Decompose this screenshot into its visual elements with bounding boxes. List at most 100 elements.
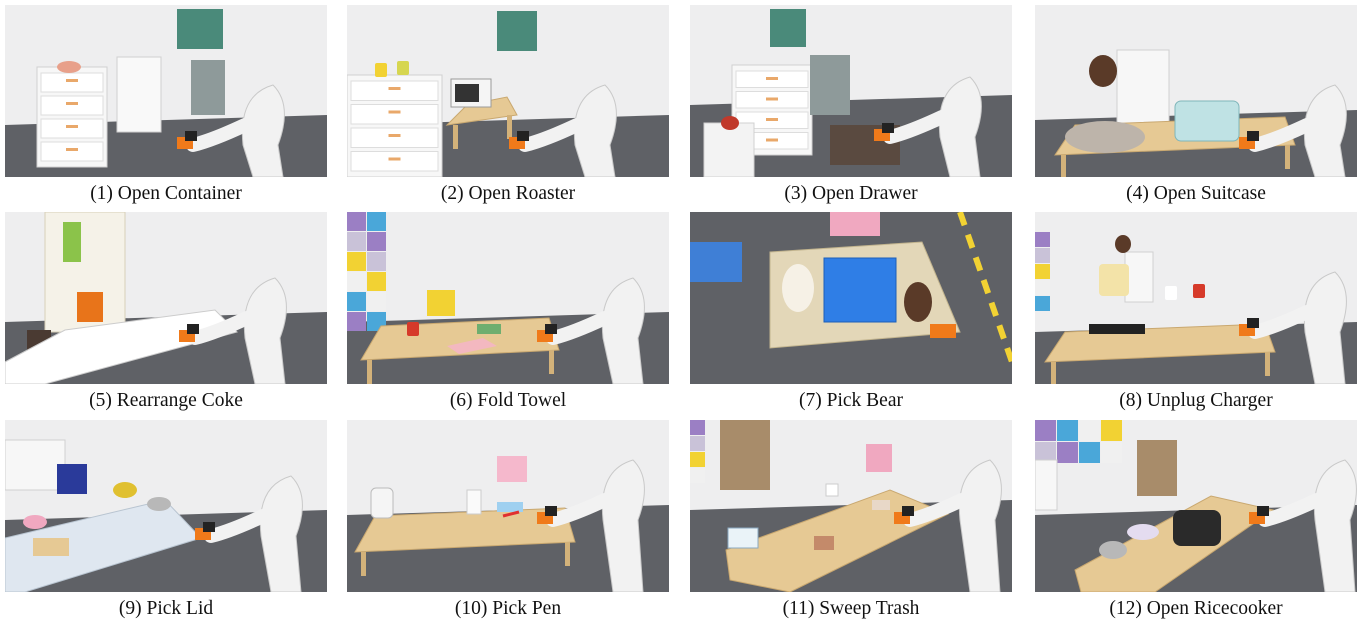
- white-cabinet: [1124, 251, 1154, 303]
- robot-gripper: [930, 324, 956, 338]
- folding-chair: [720, 420, 770, 490]
- photo-sweep-trash: [690, 420, 1012, 592]
- robot-forearm: [1248, 118, 1314, 152]
- scene-open-container: [5, 5, 327, 177]
- table-top: [1074, 495, 1275, 592]
- drawer-handle: [388, 157, 401, 161]
- desk-fan: [1099, 264, 1129, 296]
- wall-poster: [770, 9, 806, 47]
- scene-open-suitcase: [1035, 5, 1357, 177]
- foam-mat-tile: [347, 292, 366, 311]
- storage-container: [116, 56, 162, 133]
- foam-mat-tile: [1101, 442, 1122, 463]
- low-cabinet: [703, 122, 755, 177]
- cup: [375, 63, 387, 77]
- scene-pick-pen: [347, 420, 669, 592]
- scene-pick-bear: [690, 212, 1012, 384]
- book: [727, 527, 759, 549]
- robot-forearm: [546, 311, 612, 345]
- drawer-handle: [766, 138, 778, 142]
- wrist-camera: [1247, 318, 1259, 328]
- wrist-camera: [517, 131, 529, 141]
- fruit-bowl: [113, 482, 137, 498]
- table-leg: [367, 360, 372, 384]
- photo-unplug-charger: [1035, 212, 1357, 384]
- toy-kitchen: [1035, 459, 1058, 511]
- foam-mat-tile: [1035, 232, 1050, 247]
- teddy-bear: [1089, 55, 1117, 87]
- pink-pot: [23, 515, 47, 529]
- pink-chair: [830, 212, 880, 236]
- cabinet-drawer: [40, 72, 104, 93]
- robot-forearm: [518, 118, 584, 152]
- power-strip: [1089, 324, 1145, 334]
- foam-mat-tile: [347, 212, 366, 231]
- hazard-tape: [957, 212, 1012, 363]
- table-top: [725, 489, 950, 592]
- gray-cloth: [1065, 121, 1145, 153]
- photo-open-container: [5, 5, 327, 177]
- teddy-bear: [1115, 235, 1131, 253]
- yellow-chair: [427, 290, 455, 316]
- caption-pick-lid: (9) Pick Lid: [118, 598, 214, 619]
- wrist-camera: [185, 131, 197, 141]
- caption-pick-pen: (10) Pick Pen: [454, 598, 562, 619]
- wrist-camera: [187, 324, 199, 334]
- foam-mat-tile: [347, 272, 366, 291]
- drawer-handle: [66, 148, 78, 151]
- cabinet-drawer: [40, 95, 104, 116]
- blue-chair: [57, 464, 87, 494]
- wrist-camera: [882, 123, 894, 133]
- roaster-door: [455, 84, 479, 102]
- foam-mat-tile: [1057, 442, 1078, 463]
- scene-pick-lid: [5, 420, 327, 592]
- cabinet-drawer: [350, 80, 439, 101]
- table-leg: [1285, 145, 1290, 169]
- caption-open-ricecooker: (12) Open Ricecooker: [1109, 598, 1283, 619]
- cup: [1165, 286, 1177, 300]
- caption-open-suitcase: (4) Open Suitcase: [1126, 183, 1266, 204]
- wrist-camera: [1247, 131, 1259, 141]
- foam-mat-tile: [367, 232, 386, 251]
- foam-mat-tile: [1035, 296, 1050, 311]
- foam-mat-tile: [367, 272, 386, 291]
- drawer-handle: [766, 77, 778, 80]
- robot-forearm: [188, 311, 254, 345]
- scene-fold-towel: [347, 212, 669, 384]
- white-table: [5, 309, 238, 384]
- pink-chair: [866, 444, 892, 472]
- plate: [1127, 524, 1159, 540]
- caption-fold-towel: (6) Fold Towel: [449, 390, 567, 411]
- green-can: [63, 222, 81, 262]
- caption-unplug-charger: (8) Unplug Charger: [1119, 390, 1273, 411]
- wrist-camera: [1257, 506, 1269, 516]
- scene-open-roaster: [347, 5, 669, 177]
- foam-mat-tile: [1079, 420, 1100, 441]
- brown-bear: [904, 282, 932, 322]
- gray-cabinet: [191, 60, 225, 115]
- photo-pick-bear: [690, 212, 1012, 384]
- foam-mat-tile: [1035, 280, 1050, 295]
- wall-poster: [177, 9, 223, 49]
- scene-open-drawer: [690, 5, 1012, 177]
- wrist-camera: [203, 522, 215, 532]
- foam-mat-tile: [1035, 442, 1056, 463]
- photo-open-ricecooker: [1035, 420, 1357, 592]
- caption-open-drawer: (3) Open Drawer: [784, 183, 918, 204]
- checkered-tablecloth: [5, 499, 202, 592]
- cup: [1193, 284, 1205, 298]
- scene-open-ricecooker: [1035, 420, 1357, 592]
- foam-mat-tile: [1035, 264, 1050, 279]
- drawer-handle: [66, 125, 78, 128]
- table-leg: [1061, 155, 1066, 177]
- trash-cloth: [814, 536, 834, 550]
- green-cloth: [477, 324, 501, 334]
- wrist-camera: [545, 324, 557, 334]
- blue-bin: [823, 257, 897, 323]
- table-leg: [507, 115, 512, 139]
- caption-pick-bear: (7) Pick Bear: [799, 390, 903, 411]
- chips-bag: [77, 292, 103, 322]
- photo-fold-towel: [347, 212, 669, 384]
- cabinet-drawer: [350, 151, 439, 172]
- photo-pick-lid: [5, 420, 327, 592]
